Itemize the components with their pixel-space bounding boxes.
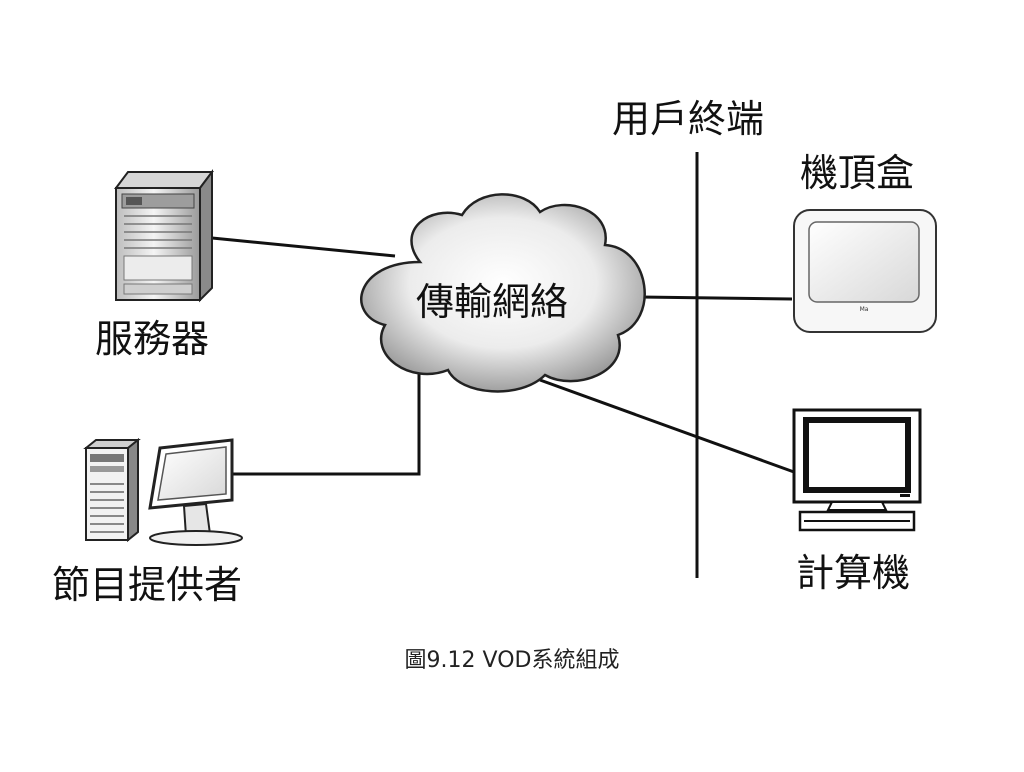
provider-pc-tower-icon xyxy=(83,437,141,543)
set-top-box-logo: Ma xyxy=(860,306,869,313)
link-server-network xyxy=(201,235,396,258)
provider-monitor-icon xyxy=(148,438,243,546)
server-label: 服務器 xyxy=(95,317,210,361)
link-provider-network xyxy=(232,365,421,476)
set-top-box-label: 機頂盒 xyxy=(800,151,915,195)
connections xyxy=(201,235,795,476)
link-network-computer xyxy=(539,378,795,474)
server-icon xyxy=(114,169,214,303)
network-label: 傳輸網絡 xyxy=(416,280,569,324)
computer-label: 計算機 xyxy=(796,551,911,595)
provider-label: 節目提供者 xyxy=(52,563,243,607)
network-cloud xyxy=(360,193,646,393)
computer-icon xyxy=(792,408,922,532)
user-terminal-label: 用戶終端 xyxy=(612,97,765,141)
set-top-box-icon: Ma xyxy=(793,209,937,333)
figure-caption: 圖9.12 VOD系統組成 xyxy=(404,648,620,673)
link-network-settopbox xyxy=(639,295,793,301)
